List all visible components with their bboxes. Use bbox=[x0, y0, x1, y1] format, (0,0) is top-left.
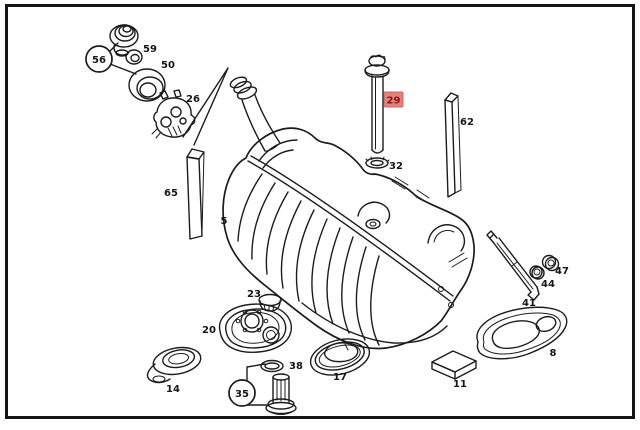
part-65-drawing bbox=[186, 148, 205, 240]
part-14-drawing bbox=[146, 346, 202, 384]
part-35-callout[interactable]: 35 bbox=[228, 379, 256, 407]
part-32-label[interactable]: 32 bbox=[389, 161, 403, 172]
part-62-label[interactable]: 62 bbox=[460, 117, 474, 128]
part-29-drawing bbox=[364, 54, 390, 154]
part-44-drawing bbox=[529, 265, 545, 280]
part-59-drawing bbox=[125, 49, 143, 65]
part-8-drawing bbox=[476, 306, 568, 360]
part-29-label[interactable]: 29 bbox=[387, 96, 401, 107]
part-65-label[interactable]: 65 bbox=[164, 188, 178, 199]
part-38-label[interactable]: 38 bbox=[289, 361, 303, 372]
part-62-drawing bbox=[444, 92, 462, 198]
part-50-label[interactable]: 50 bbox=[161, 60, 175, 71]
part-56-callout[interactable]: 56 bbox=[85, 45, 113, 73]
part-29-highlight-border bbox=[383, 91, 404, 108]
part-50-drawing bbox=[128, 68, 166, 102]
part-11-label[interactable]: 11 bbox=[453, 379, 467, 390]
part-44-label[interactable]: 44 bbox=[541, 279, 555, 290]
part-29-highlight-box[interactable] bbox=[384, 92, 403, 107]
part-26-label[interactable]: 26 bbox=[186, 94, 200, 105]
part-17-label[interactable]: 17 bbox=[333, 372, 347, 383]
part-8-label[interactable]: 8 bbox=[550, 348, 557, 359]
part-26-drawing bbox=[151, 67, 229, 146]
part-47-drawing bbox=[541, 254, 560, 272]
part-23-label[interactable]: 23 bbox=[247, 289, 261, 300]
part-41-label[interactable]: 41 bbox=[522, 298, 536, 309]
part-5-label[interactable]: 5 bbox=[221, 216, 228, 227]
part-59-label[interactable]: 59 bbox=[143, 44, 157, 55]
part-5-drawing bbox=[222, 76, 475, 350]
part-47-label[interactable]: 47 bbox=[555, 266, 569, 277]
part-11-drawing bbox=[431, 350, 477, 380]
part-29-callout-highlighted[interactable]: 29 bbox=[383, 91, 404, 108]
part-17-drawing bbox=[309, 338, 371, 376]
part-14-label[interactable]: 14 bbox=[166, 384, 180, 395]
part-20-label[interactable]: 20 bbox=[202, 325, 216, 336]
part-56-label[interactable]: 56 bbox=[92, 55, 106, 66]
part-56-drawing bbox=[109, 24, 139, 75]
part-20-drawing bbox=[218, 303, 293, 353]
part-38-drawing bbox=[260, 359, 284, 373]
part-35-label[interactable]: 35 bbox=[235, 389, 249, 400]
diagram-frame bbox=[5, 4, 635, 419]
part-32-drawing bbox=[365, 156, 390, 169]
part-41-drawing bbox=[486, 230, 540, 301]
